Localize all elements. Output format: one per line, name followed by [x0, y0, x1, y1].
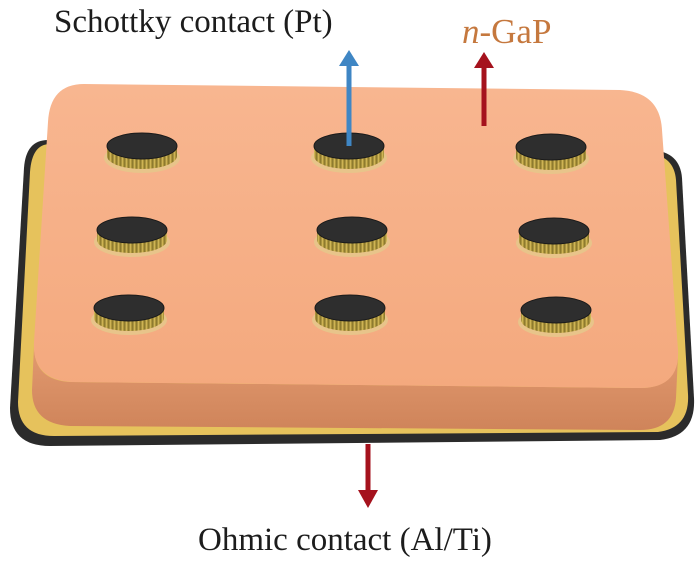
schottky-contact-pad [104, 132, 180, 173]
schottky-contact-pad [91, 294, 167, 335]
schottky-contact-grid [91, 132, 594, 337]
schottky-contact-pad [314, 216, 390, 257]
ngap-label-n: n [462, 12, 480, 51]
schottky-contact-pad [311, 132, 387, 173]
schottky-contact-pad [94, 216, 170, 257]
schottky-contact-label: Schottky contact (Pt) [54, 4, 333, 40]
ngap-label-rest: -GaP [479, 12, 552, 51]
schottky-contact-pad [513, 133, 589, 174]
schottky-arrow [339, 50, 359, 146]
schottky-contact-pad [518, 296, 594, 337]
semiconductor-slab-side [32, 346, 678, 430]
schottky-contact-pad [516, 217, 592, 258]
ohmic-contact-label: Ohmic contact (Al/Ti) [198, 522, 492, 558]
ohmic-arrow [358, 444, 378, 508]
ngap-label: n-GaP [462, 14, 551, 49]
ngap-arrow [474, 52, 494, 126]
schottky-contact-pad [312, 294, 388, 335]
